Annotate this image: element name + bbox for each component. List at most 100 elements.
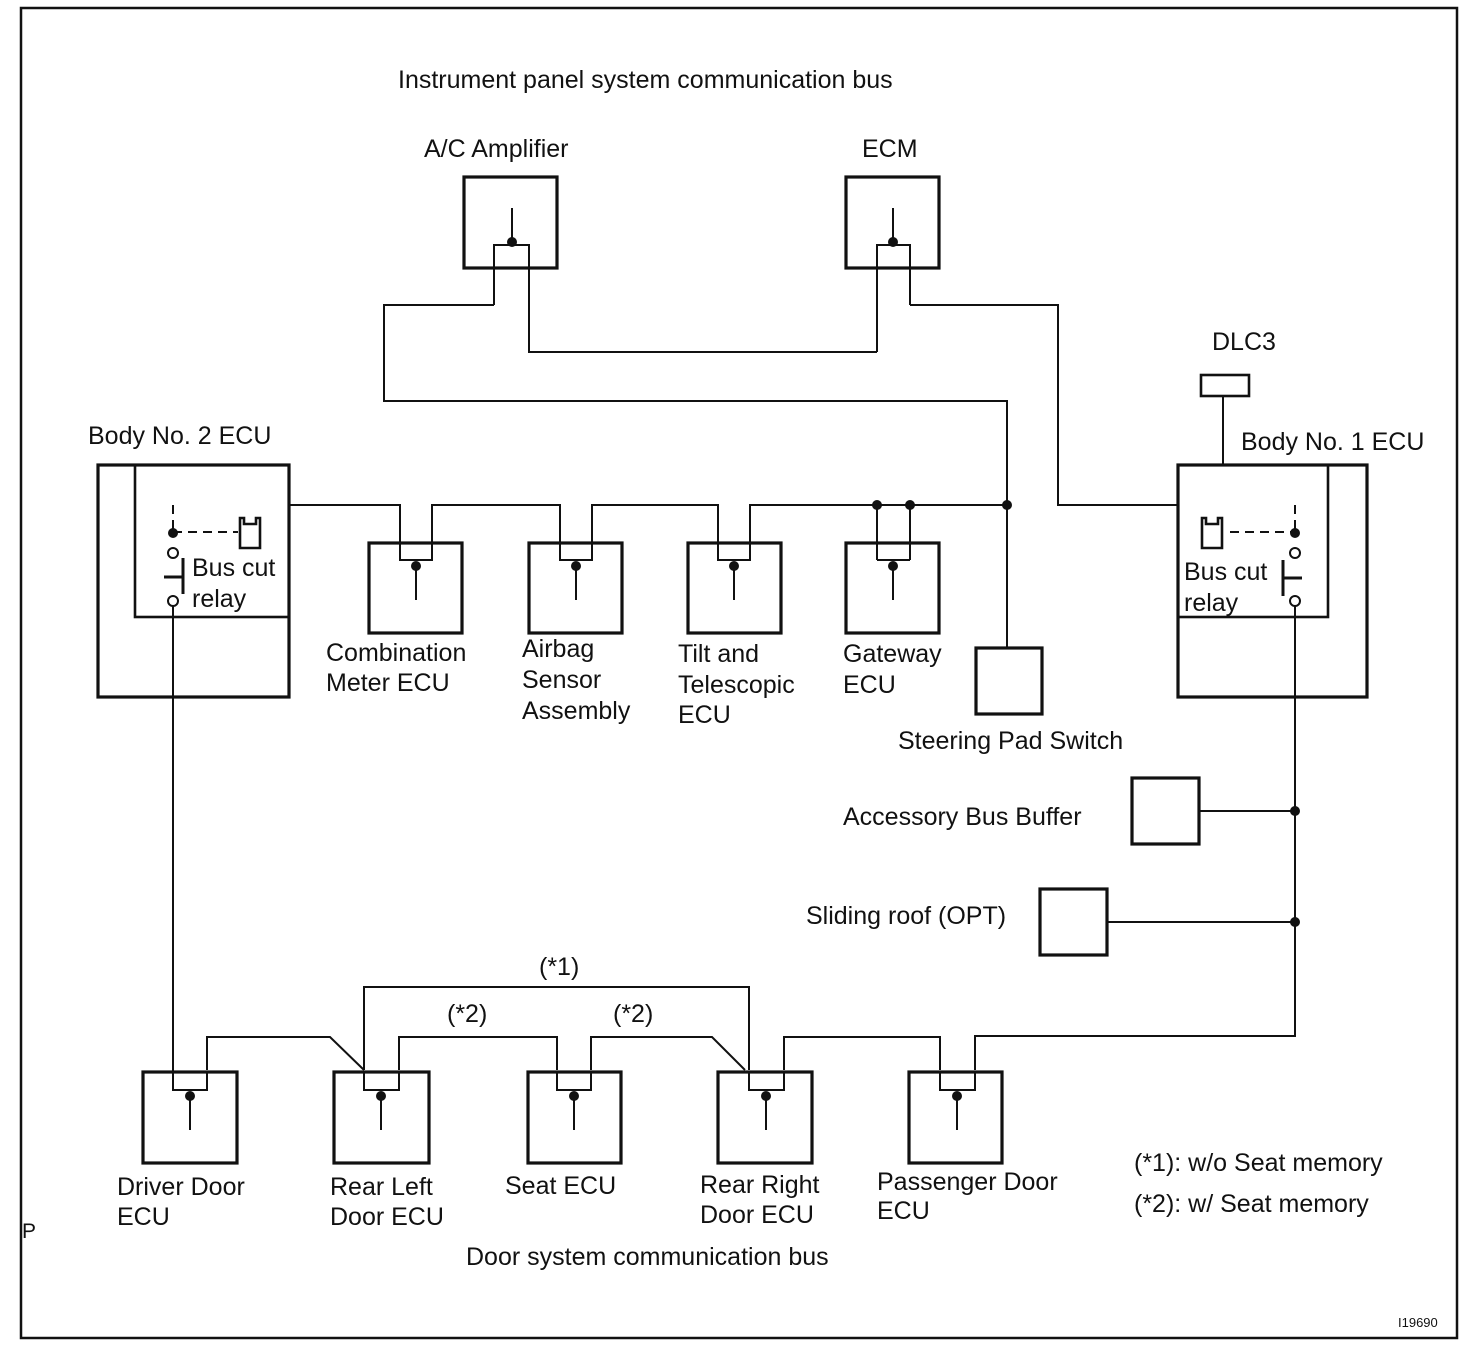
accessory-bus-buffer-label: Accessory Bus Buffer	[843, 803, 1082, 831]
body1-relay-contact-top	[1289, 547, 1301, 559]
rear-right-door-ecu-box	[716, 1070, 814, 1165]
gateway-ecu-label-2: ECU	[843, 671, 896, 699]
seat-ecu-node: Seat ECU	[505, 1070, 623, 1200]
body1-relay-contact-bottom	[1289, 595, 1301, 607]
ac-amplifier-terminal	[507, 237, 517, 247]
wire-body1-to-door-bus	[974, 606, 1296, 1070]
body1-ecu-inner-box	[1176, 463, 1330, 619]
wire-ecm-to-body1	[910, 304, 1178, 506]
body1-relay-dashed-link	[1230, 505, 1296, 533]
tilt-telescopic-label-1: Tilt and	[678, 640, 759, 668]
door-bus-opt2-right	[590, 1036, 746, 1071]
figure-id: I19690	[1398, 1315, 1438, 1330]
seat-ecu-connector	[556, 1072, 592, 1130]
sliding-roof-node: Sliding roof (OPT)	[806, 887, 1300, 957]
instrument-bus-line	[289, 504, 1008, 647]
body2-relay-top-dot	[168, 528, 178, 538]
driver-door-ecu-label-1: Driver Door	[117, 1173, 245, 1201]
wire-ac-to-ecm	[528, 305, 877, 353]
wire-ac-to-junction	[383, 304, 1008, 505]
passenger-door-ecu-label-1: Passenger Door	[877, 1168, 1058, 1196]
sliding-roof-box	[1038, 887, 1109, 957]
combination-meter-label-1: Combination	[326, 639, 466, 667]
door-bus-rear-right-to-passenger	[783, 1036, 941, 1070]
ecm-node: ECM	[844, 135, 941, 352]
rear-right-door-ecu-label-1: Rear Right	[700, 1171, 820, 1199]
door-bus-driver-to-rear-left	[206, 1036, 365, 1071]
tilt-telescopic-terminal	[729, 561, 739, 571]
ac-amplifier-box	[462, 175, 559, 270]
junction-dot	[905, 500, 915, 510]
combination-meter-connector	[400, 559, 432, 600]
airbag-sensor-node: Airbag Sensor Assembly	[522, 541, 631, 725]
body1-relay-switch-icon	[1281, 560, 1302, 596]
tilt-telescopic-box	[686, 541, 783, 635]
driver-door-ecu-box	[141, 1070, 239, 1165]
rear-right-door-ecu-node: Rear Right Door ECU	[700, 1070, 820, 1229]
sliding-roof-label: Sliding roof (OPT)	[806, 902, 1006, 930]
body1-relay-label-2: relay	[1184, 589, 1239, 617]
tilt-telescopic-node: Tilt and Telescopic ECU	[678, 541, 795, 729]
rear-left-door-ecu-node: Rear Left Door ECU	[330, 1070, 444, 1231]
passenger-door-ecu-connector	[939, 1072, 976, 1130]
body2-relay-label-2: relay	[192, 585, 247, 613]
passenger-door-ecu-terminal	[952, 1091, 962, 1101]
accessory-bus-buffer-box	[1130, 776, 1201, 846]
passenger-door-ecu-box	[907, 1070, 1004, 1165]
junction-dot	[1290, 917, 1300, 927]
tilt-telescopic-label-2: Telescopic	[678, 671, 795, 699]
instrument-bus-title: Instrument panel system communication bu…	[398, 66, 893, 94]
driver-door-ecu-node: Driver Door ECU	[117, 1070, 245, 1231]
dlc3-label: DLC3	[1212, 328, 1276, 356]
ecm-label: ECM	[862, 135, 918, 163]
rear-left-door-ecu-connector	[363, 1072, 400, 1130]
corner-mark: P	[22, 1220, 36, 1243]
route-label-opt1: (*1)	[539, 953, 579, 981]
body2-ecu-inner-box	[133, 463, 291, 619]
airbag-sensor-terminal	[571, 561, 581, 571]
body2-ecu-label: Body No. 2 ECU	[88, 422, 271, 450]
body1-relay-label-1: Bus cut	[1184, 558, 1267, 586]
route-label-opt2-left: (*2)	[447, 1000, 487, 1028]
steering-pad-node: Steering Pad Switch	[898, 646, 1123, 755]
body1-relay-top-dot	[1290, 528, 1300, 538]
tilt-telescopic-connector	[718, 559, 750, 600]
combination-meter-label-2: Meter ECU	[326, 669, 450, 697]
gateway-ecu-connector	[877, 559, 910, 600]
dlc3-node: DLC3	[1199, 328, 1276, 465]
gateway-ecu-terminal	[888, 561, 898, 571]
junction-dot	[1290, 806, 1300, 816]
gateway-branch-lines	[876, 505, 911, 560]
rear-left-door-ecu-terminal	[376, 1091, 386, 1101]
body1-ecu-label: Body No. 1 ECU	[1241, 428, 1424, 456]
route-label-opt2-right: (*2)	[613, 1000, 653, 1028]
body1-ecu-node: Body No. 1 ECU Bus cut relay	[1176, 428, 1424, 699]
rear-left-door-ecu-label-1: Rear Left	[330, 1173, 433, 1201]
body2-relay-coil-icon	[238, 516, 262, 550]
airbag-sensor-box	[527, 541, 624, 635]
body2-relay-label-1: Bus cut	[192, 554, 275, 582]
dlc3-connector-box	[1199, 373, 1251, 398]
airbag-sensor-label-3: Assembly	[522, 697, 631, 725]
junction-dot	[872, 500, 882, 510]
body1-relay-coil-icon	[1200, 516, 1224, 550]
ac-amplifier-connector	[493, 208, 530, 305]
airbag-sensor-label-1: Airbag	[522, 635, 594, 663]
combination-meter-box	[367, 541, 464, 635]
body2-relay-switch-icon	[164, 558, 185, 594]
driver-door-ecu-connector	[172, 1072, 208, 1130]
door-bus-opt2-left	[398, 1036, 558, 1070]
legend-item-opt1: (*1): w/o Seat memory	[1134, 1149, 1383, 1177]
passenger-door-ecu-label-2: ECU	[877, 1197, 930, 1225]
ecm-box	[844, 175, 941, 270]
ac-amplifier-label: A/C Amplifier	[424, 135, 568, 163]
steering-pad-label: Steering Pad Switch	[898, 727, 1123, 755]
rear-right-door-ecu-connector	[748, 1072, 785, 1130]
legend: (*1): w/o Seat memory (*2): w/ Seat memo…	[1134, 1149, 1383, 1218]
ac-amplifier-node: A/C Amplifier	[424, 135, 568, 305]
seat-ecu-label: Seat ECU	[505, 1172, 616, 1200]
diagram-frame	[19, 6, 1459, 1340]
rear-left-door-ecu-label-2: Door ECU	[330, 1203, 444, 1231]
gateway-ecu-box	[844, 541, 941, 635]
